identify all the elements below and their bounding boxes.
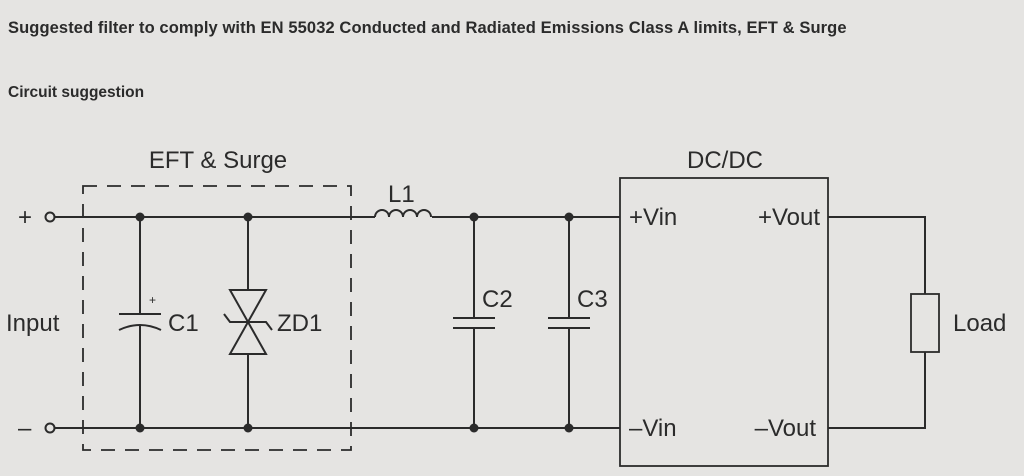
l1-label: L1: [388, 181, 415, 208]
zd1-bar: [223, 313, 273, 331]
input-label: Input: [6, 310, 60, 337]
c1-polarity-label: +: [149, 293, 156, 307]
vout-plus-label: +Vout: [758, 204, 820, 231]
dcdc-label: DC/DC: [687, 147, 763, 174]
load-label: Load: [953, 310, 1006, 337]
c3-label: C3: [577, 286, 608, 313]
load-resistor: [910, 293, 940, 353]
junction-dot: [564, 212, 574, 222]
minus-terminal-circle: [44, 422, 56, 434]
junction-dot: [469, 212, 479, 222]
vin-plus-label: +Vin: [629, 204, 677, 231]
eft-surge-label: EFT & Surge: [149, 147, 287, 174]
zd1-triangle-down: [228, 289, 268, 325]
junction-dot: [243, 423, 253, 433]
eft-surge-box: [82, 185, 352, 451]
junction-dot: [243, 212, 253, 222]
inductor-l1: [374, 209, 432, 218]
junction-dot: [135, 212, 145, 222]
plus-terminal-label: +: [18, 204, 32, 231]
dcdc-box: [619, 177, 829, 467]
vin-minus-label: –Vin: [629, 415, 677, 442]
page-title: Suggested filter to comply with EN 55032…: [8, 19, 847, 37]
junction-dot: [135, 423, 145, 433]
junction-dot: [564, 423, 574, 433]
vout-minus-label: –Vout: [755, 415, 817, 442]
junction-dot: [469, 423, 479, 433]
zd1-label: ZD1: [277, 310, 322, 337]
output-wire-top: [828, 216, 926, 294]
c1-label: C1: [168, 310, 199, 337]
output-wire-bottom: [828, 352, 926, 429]
plus-terminal-circle: [44, 211, 56, 223]
c2-label: C2: [482, 286, 513, 313]
section-title: Circuit suggestion: [8, 84, 145, 101]
zd1-triangle-up: [228, 319, 268, 355]
minus-terminal-label: –: [18, 415, 32, 442]
